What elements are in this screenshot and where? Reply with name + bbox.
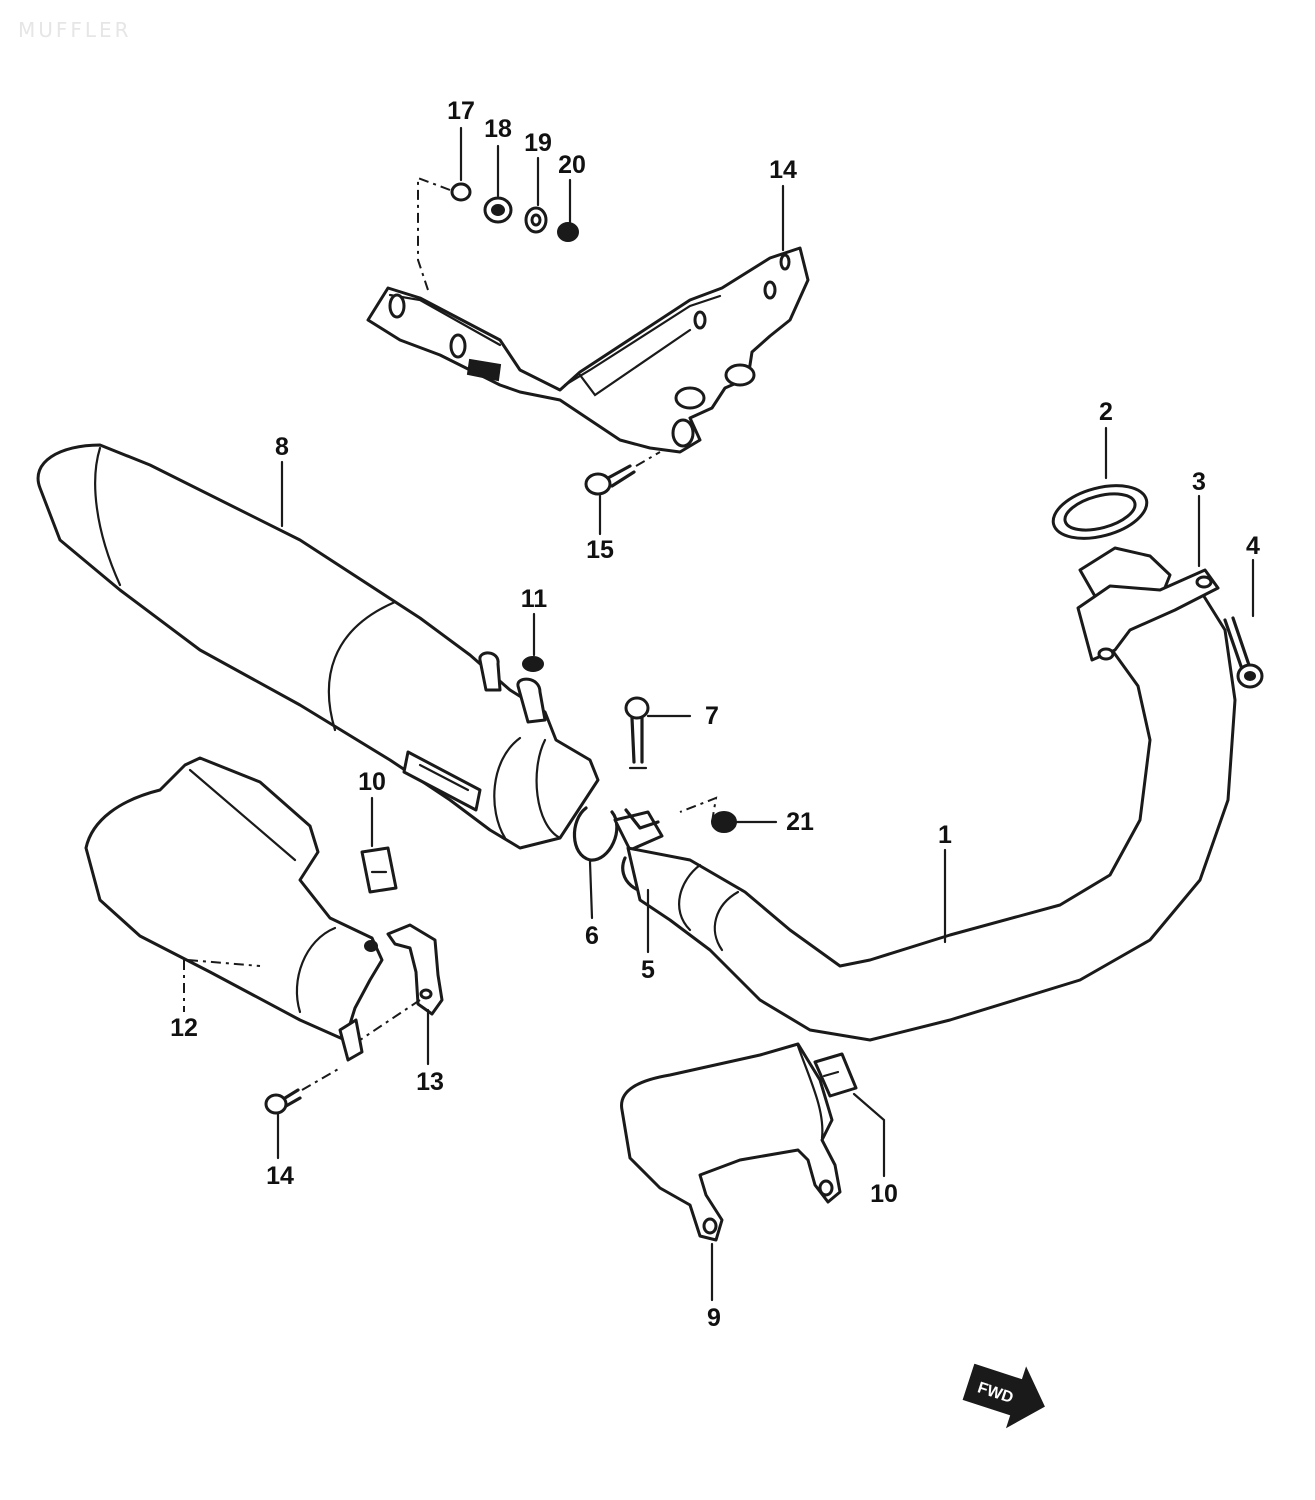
callout-5: 5 [641,956,655,984]
callout-12: 12 [170,1014,198,1042]
callout-8: 8 [275,433,289,461]
bracket-hardware [417,176,579,291]
muffler-heat-shield [84,756,384,1062]
leader-lines [183,126,1255,1302]
heat-shield-screw [264,1067,341,1115]
rubber-pad-right [813,1052,858,1098]
callout-labels: 17 18 19 20 14 15 8 11 7 21 2 3 4 1 10 6… [170,97,1260,1332]
heat-shield-clamp [359,923,444,1041]
callout-1: 1 [938,821,952,849]
callout-17: 17 [447,97,475,125]
callout-6: 6 [585,922,599,950]
callout-4: 4 [1246,532,1260,560]
callout-11: 11 [521,585,548,613]
callout-16: 15 [586,536,614,564]
clamp-bolt [624,696,650,770]
footrest-bracket [366,246,810,454]
callout-7: 7 [705,702,719,730]
bracket-bolt [584,451,661,496]
callout-13: 13 [416,1068,444,1096]
callout-2: 2 [1099,398,1113,426]
callout-21: 21 [786,808,814,836]
hanger-nut [522,656,544,672]
exhaust-gasket [1051,484,1149,540]
exhaust-pipe [626,546,1237,1042]
callout-9: 9 [707,1304,721,1332]
callout-3: 3 [1192,468,1206,496]
callout-19: 19 [524,129,552,157]
callout-20: 20 [558,151,586,179]
muffler-body [36,443,600,850]
callout-15: 14 [769,156,797,184]
callout-10-lower: 10 [870,1180,898,1208]
pipe-heat-shield [620,1042,842,1242]
flange-nut [1223,616,1264,689]
callout-10-upper: 10 [358,768,386,796]
diagram-title: MUFFLER [18,18,132,42]
clamp-nut [679,796,737,833]
callout-14: 14 [266,1162,294,1190]
callout-18: 18 [484,115,512,143]
front-direction-arrow-icon: FWD [962,1363,1045,1429]
pipe-clamp [572,806,678,897]
rubber-pad-left [360,846,398,894]
